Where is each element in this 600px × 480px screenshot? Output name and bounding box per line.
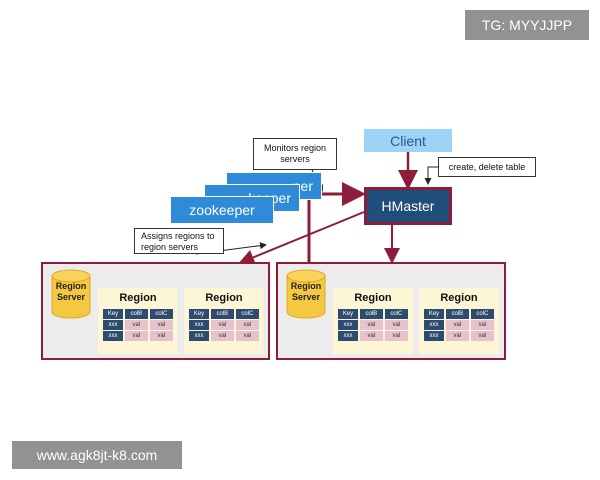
zookeeper-front-label: zookeeper [189, 202, 255, 218]
region-server-panel: Region Server Region Key colB colC xxx v… [276, 262, 506, 360]
table-row: xxx val val [338, 331, 408, 341]
region-box: Region Key colB colC xxx val val xxx val… [333, 288, 413, 354]
region-title: Region [205, 292, 243, 304]
column-header: colB [446, 309, 469, 319]
value-cell: val [470, 320, 494, 330]
region-table-header: Key colB colC [338, 309, 408, 319]
region-server-cylinder: Region Server [284, 268, 328, 320]
watermark-bottom: www.agk8jt-k8.com [12, 441, 182, 469]
region-table-header: Key colB colC [103, 309, 173, 319]
hmaster-box: HMaster [364, 187, 452, 225]
value-cell: val [235, 331, 259, 341]
row-key-cell: xxx [424, 331, 445, 341]
column-header: Key [338, 309, 359, 319]
value-cell: val [384, 331, 408, 341]
watermark-top: TG: MYYJJPP [465, 10, 589, 40]
monitors-callout-line1: Monitors region [263, 143, 327, 153]
region-table: Key colB colC xxx val val xxx val val [422, 308, 496, 342]
column-header: colC [149, 309, 173, 319]
table-row: xxx val val [338, 320, 408, 330]
value-cell: val [149, 331, 173, 341]
value-cell: val [446, 331, 469, 341]
region-table-header: Key colB colC [189, 309, 259, 319]
region-table-header: Key colB colC [424, 309, 494, 319]
column-header: Key [424, 309, 445, 319]
column-header: colB [211, 309, 234, 319]
value-cell: val [149, 320, 173, 330]
table-row: xxx val val [189, 331, 259, 341]
client-label: Client [390, 132, 426, 149]
value-cell: val [446, 320, 469, 330]
value-cell: val [360, 320, 383, 330]
assigns-callout: Assigns regions to region servers [134, 228, 224, 254]
monitors-callout: Monitors region servers [253, 138, 337, 170]
region-table: Key colB colC xxx val val xxx val val [336, 308, 410, 342]
monitors-callout-line2: servers [280, 154, 310, 164]
row-key-cell: xxx [338, 320, 359, 330]
row-key-cell: xxx [189, 331, 210, 341]
database-cylinder-icon [51, 269, 91, 319]
value-cell: val [384, 320, 408, 330]
region-server-cylinder: Region Server [49, 268, 93, 320]
row-key-cell: xxx [189, 320, 210, 330]
assigns-callout-line2: region servers [141, 242, 199, 252]
database-cylinder-icon [286, 269, 326, 319]
table-row: xxx val val [424, 331, 494, 341]
value-cell: val [211, 331, 234, 341]
hmaster-label: HMaster [381, 198, 435, 214]
region-title: Region [440, 292, 478, 304]
row-key-cell: xxx [103, 331, 124, 341]
create-callout-pointer [424, 166, 438, 185]
region-server-label: Region Server [49, 281, 93, 303]
value-cell: val [470, 331, 494, 341]
table-row: xxx val val [189, 320, 259, 330]
region-server-label-line2: Server [291, 292, 321, 302]
column-header: colB [125, 309, 148, 319]
region-server-label-line2: Server [56, 292, 86, 302]
value-cell: val [125, 320, 148, 330]
region-title: Region [354, 292, 392, 304]
region-server-label-line1: Region [55, 281, 87, 291]
row-key-cell: xxx [103, 320, 124, 330]
region-title: Region [119, 292, 157, 304]
region-server-label-line1: Region [290, 281, 322, 291]
column-header: Key [189, 309, 210, 319]
column-header: colC [470, 309, 494, 319]
row-key-cell: xxx [338, 331, 359, 341]
region-box: Region Key colB colC xxx val val xxx val… [98, 288, 178, 354]
region-server-panel: Region Server Region Key colB colC xxx v… [41, 262, 270, 360]
region-box: Region Key colB colC xxx val val xxx val… [184, 288, 264, 354]
column-header: colB [360, 309, 383, 319]
create-delete-callout: create, delete table [438, 157, 536, 177]
column-header: colC [384, 309, 408, 319]
value-cell: val [360, 331, 383, 341]
value-cell: val [235, 320, 259, 330]
region-table: Key colB colC xxx val val xxx val val [101, 308, 175, 342]
hmaster-assign-line [238, 211, 365, 265]
table-row: xxx val val [424, 320, 494, 330]
region-table: Key colB colC xxx val val xxx val val [187, 308, 261, 342]
row-key-cell: xxx [424, 320, 445, 330]
value-cell: val [125, 331, 148, 341]
region-server-label: Region Server [284, 281, 328, 303]
table-row: xxx val val [103, 331, 173, 341]
assigns-callout-line1: Assigns regions to [141, 231, 215, 241]
column-header: colC [235, 309, 259, 319]
zookeeper-node-front: zookeeper [170, 196, 274, 224]
table-row: xxx val val [103, 320, 173, 330]
client-box: Client [364, 129, 452, 152]
value-cell: val [211, 320, 234, 330]
region-box: Region Key colB colC xxx val val xxx val… [419, 288, 499, 354]
column-header: Key [103, 309, 124, 319]
